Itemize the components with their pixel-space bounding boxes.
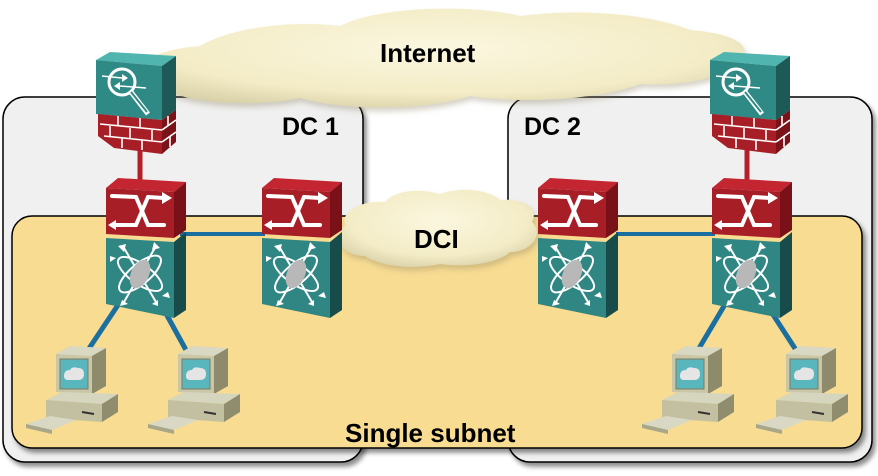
router-icon[interactable] [536,176,620,240]
firewall-icon[interactable] [710,52,790,154]
dc1-label: DC 1 [282,113,339,141]
dc2-label: DC 2 [524,113,581,141]
dci-label: DCI [414,224,459,254]
subnet-label: Single subnet [345,418,516,448]
multilayer-switch-icon[interactable] [261,231,343,319]
multilayer-switch-icon[interactable] [105,231,187,319]
multilayer-switch-icon[interactable] [711,231,793,319]
internet-label: Internet [380,38,476,68]
router-icon[interactable] [710,176,794,240]
router-icon[interactable] [260,176,344,240]
router-icon[interactable] [104,176,188,240]
dci-cloud [339,189,537,267]
internet-cloud [133,8,745,108]
multilayer-switch-icon[interactable] [537,231,619,319]
firewall-icon[interactable] [96,52,176,154]
